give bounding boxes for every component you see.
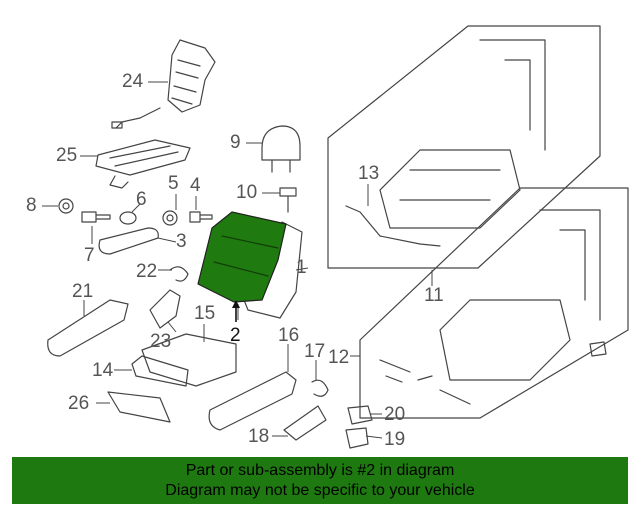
part-12-frame-assembly[interactable] — [359, 187, 629, 419]
part-8-nut[interactable] — [58, 198, 74, 214]
callout-4[interactable]: 4 — [190, 175, 201, 196]
part-24-heater-pad[interactable] — [111, 39, 216, 129]
callout-15[interactable]: 15 — [194, 303, 216, 324]
part-13-rod[interactable] — [345, 205, 441, 247]
part-22-clip[interactable] — [169, 266, 189, 282]
part-2-seatback-pad[interactable] — [197, 211, 287, 303]
callout-23[interactable]: 23 — [150, 331, 172, 352]
part-5-nut[interactable] — [162, 210, 178, 226]
part-17-cover[interactable] — [311, 379, 329, 397]
part-21-side-trim[interactable] — [47, 299, 129, 357]
part-19-cover[interactable] — [345, 427, 369, 449]
part-20-switch[interactable] — [347, 405, 373, 425]
part-6-cap[interactable] — [119, 211, 137, 225]
part-7-bolt[interactable] — [81, 211, 111, 223]
callout-5[interactable]: 5 — [168, 173, 179, 194]
part-11-frame-assembly[interactable] — [327, 25, 601, 269]
banner-line-1: Part or sub-assembly is #2 in diagram — [185, 462, 455, 479]
part-25-heater-cushion[interactable] — [95, 139, 191, 189]
callout-10[interactable]: 10 — [236, 182, 258, 203]
part-9-headrest[interactable] — [261, 125, 301, 173]
part-2-arrow — [232, 300, 240, 322]
callout-12[interactable]: 12 — [328, 347, 350, 368]
part-16-outer-trim[interactable] — [208, 371, 297, 431]
callout-25[interactable]: 25 — [56, 145, 78, 166]
part-23-bracket[interactable] — [149, 289, 181, 329]
part-3-knob[interactable] — [98, 227, 159, 255]
callout-13[interactable]: 13 — [358, 163, 380, 184]
part-1-seatback-cover[interactable] — [243, 221, 303, 319]
callout-7[interactable]: 7 — [84, 245, 95, 266]
callout-17[interactable]: 17 — [304, 341, 326, 362]
part-15-cushion-pad[interactable] — [141, 333, 237, 387]
part-4-bolt[interactable] — [189, 211, 213, 223]
callout-9[interactable]: 9 — [230, 132, 241, 153]
callout-22[interactable]: 22 — [136, 261, 158, 282]
callout-19[interactable]: 19 — [384, 429, 406, 450]
callout-6[interactable]: 6 — [136, 189, 147, 210]
part-26-trim[interactable] — [107, 391, 171, 423]
callout-1[interactable]: 1 — [296, 257, 307, 278]
parts-diagram — [42, 25, 629, 449]
callout-3[interactable]: 3 — [176, 231, 187, 252]
callout-11[interactable]: 11 — [424, 285, 444, 306]
callout-20[interactable]: 20 — [384, 404, 406, 425]
callout-26[interactable]: 26 — [68, 393, 90, 414]
part-14-cushion-cover[interactable] — [131, 355, 189, 387]
callout-16[interactable]: 16 — [278, 325, 300, 346]
info-banner: Part or sub-assembly is #2 in diagram Di… — [12, 457, 628, 504]
part-10-guide[interactable] — [279, 187, 297, 213]
callout-8[interactable]: 8 — [26, 195, 37, 216]
callout-14[interactable]: 14 — [92, 360, 114, 381]
callout-18[interactable]: 18 — [248, 426, 270, 447]
callout-21[interactable]: 21 — [72, 281, 94, 302]
callout-24[interactable]: 24 — [122, 71, 144, 92]
callout-2[interactable]: 2 — [230, 325, 241, 346]
banner-line-2: Diagram may not be specific to your vehi… — [165, 482, 475, 499]
part-18-bracket[interactable] — [283, 405, 327, 441]
